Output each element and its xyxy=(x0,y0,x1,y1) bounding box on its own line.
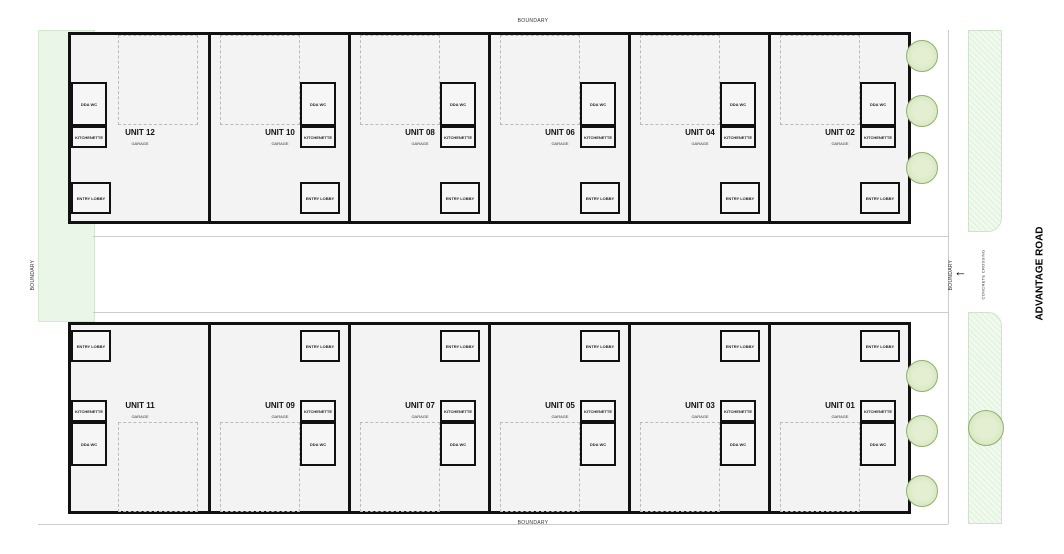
room-entry-lobby: ENTRY LOBBY xyxy=(440,182,480,214)
room-dda-wc: DDA WC xyxy=(440,82,476,126)
unit-label: UNIT 01 xyxy=(825,401,855,410)
garage-label: GARAGE xyxy=(831,414,849,419)
garage-parking-outline xyxy=(780,35,860,125)
room-entry-lobby: ENTRY LOBBY xyxy=(71,330,111,362)
driveway-edge xyxy=(93,236,948,237)
room-dda-wc: DDA WC xyxy=(300,82,336,126)
garage-label: GARAGE xyxy=(271,141,289,146)
room-kitchenette: KITCHENETTE xyxy=(720,126,756,148)
room-kitchenette: KITCHENETTE xyxy=(300,400,336,422)
boundary-line-south xyxy=(38,524,948,525)
room-entry-lobby: ENTRY LOBBY xyxy=(580,182,620,214)
garage-label: GARAGE xyxy=(131,141,149,146)
room-dda-wc: DDA WC xyxy=(580,82,616,126)
room-entry-lobby: ENTRY LOBBY xyxy=(860,330,900,362)
room-kitchenette: KITCHENETTE xyxy=(300,126,336,148)
room-kitchenette: KITCHENETTE xyxy=(71,126,107,148)
garage-parking-outline xyxy=(360,35,440,125)
garage-label: GARAGE xyxy=(271,414,289,419)
garage-parking-outline xyxy=(220,422,300,512)
road-label: ADVANTAGE ROAD xyxy=(1034,226,1046,321)
garage-parking-outline xyxy=(640,35,720,125)
unit-label: UNIT 09 xyxy=(265,401,295,410)
room-dda-wc: DDA WC xyxy=(720,82,756,126)
room-dda-wc: DDA WC xyxy=(580,422,616,466)
entry-arrow-icon: ← xyxy=(954,264,967,279)
room-entry-lobby: ENTRY LOBBY xyxy=(720,182,760,214)
room-dda-wc: DDA WC xyxy=(720,422,756,466)
landscape-strip-east-north xyxy=(968,30,1002,232)
garage-label: GARAGE xyxy=(411,414,429,419)
crossing-label: CONCRETE CROSSING xyxy=(980,249,986,300)
tree-icon xyxy=(906,95,938,127)
garage-label: GARAGE xyxy=(831,141,849,146)
garage-label: GARAGE xyxy=(551,141,569,146)
garage-parking-outline xyxy=(640,422,720,512)
room-kitchenette: KITCHENETTE xyxy=(580,126,616,148)
tree-icon xyxy=(906,360,938,392)
room-entry-lobby: ENTRY LOBBY xyxy=(300,330,340,362)
room-entry-lobby: ENTRY LOBBY xyxy=(580,330,620,362)
tree-icon xyxy=(906,415,938,447)
garage-parking-outline xyxy=(500,35,580,125)
tree-icon xyxy=(906,40,938,72)
tree-icon xyxy=(968,410,1004,446)
garage-label: GARAGE xyxy=(691,414,709,419)
garage-parking-outline xyxy=(118,422,198,512)
boundary-line-east xyxy=(948,30,949,524)
unit-label: UNIT 11 xyxy=(125,401,155,410)
room-entry-lobby: ENTRY LOBBY xyxy=(300,182,340,214)
room-kitchenette: KITCHENETTE xyxy=(860,400,896,422)
room-dda-wc: DDA WC xyxy=(300,422,336,466)
unit-label: UNIT 10 xyxy=(265,128,295,137)
room-kitchenette: KITCHENETTE xyxy=(580,400,616,422)
garage-parking-outline xyxy=(360,422,440,512)
garage-label: GARAGE xyxy=(551,414,569,419)
room-dda-wc: DDA WC xyxy=(71,422,107,466)
unit-label: UNIT 04 xyxy=(685,128,715,137)
unit-label: UNIT 12 xyxy=(125,128,155,137)
unit-label: UNIT 02 xyxy=(825,128,855,137)
boundary-label-north: BOUNDARY xyxy=(517,18,549,24)
garage-label: GARAGE xyxy=(411,141,429,146)
unit-label: UNIT 08 xyxy=(405,128,435,137)
boundary-label-west: BOUNDARY xyxy=(30,259,36,291)
room-kitchenette: KITCHENETTE xyxy=(71,400,107,422)
boundary-label-south: BOUNDARY xyxy=(517,520,549,526)
unit-label: UNIT 03 xyxy=(685,401,715,410)
room-entry-lobby: ENTRY LOBBY xyxy=(860,182,900,214)
room-dda-wc: DDA WC xyxy=(860,82,896,126)
room-kitchenette: KITCHENETTE xyxy=(440,400,476,422)
tree-icon xyxy=(906,152,938,184)
room-kitchenette: KITCHENETTE xyxy=(720,400,756,422)
room-kitchenette: KITCHENETTE xyxy=(860,126,896,148)
garage-parking-outline xyxy=(500,422,580,512)
garage-label: GARAGE xyxy=(691,141,709,146)
room-entry-lobby: ENTRY LOBBY xyxy=(71,182,111,214)
room-kitchenette: KITCHENETTE xyxy=(440,126,476,148)
unit-label: UNIT 06 xyxy=(545,128,575,137)
driveway-edge xyxy=(93,312,948,313)
unit-label: UNIT 07 xyxy=(405,401,435,410)
tree-icon xyxy=(906,475,938,507)
unit-label: UNIT 05 xyxy=(545,401,575,410)
garage-parking-outline xyxy=(118,35,198,125)
room-dda-wc: DDA WC xyxy=(440,422,476,466)
garage-parking-outline xyxy=(220,35,300,125)
room-entry-lobby: ENTRY LOBBY xyxy=(720,330,760,362)
room-entry-lobby: ENTRY LOBBY xyxy=(440,330,480,362)
room-dda-wc: DDA WC xyxy=(71,82,107,126)
room-dda-wc: DDA WC xyxy=(860,422,896,466)
garage-label: GARAGE xyxy=(131,414,149,419)
garage-parking-outline xyxy=(780,422,860,512)
